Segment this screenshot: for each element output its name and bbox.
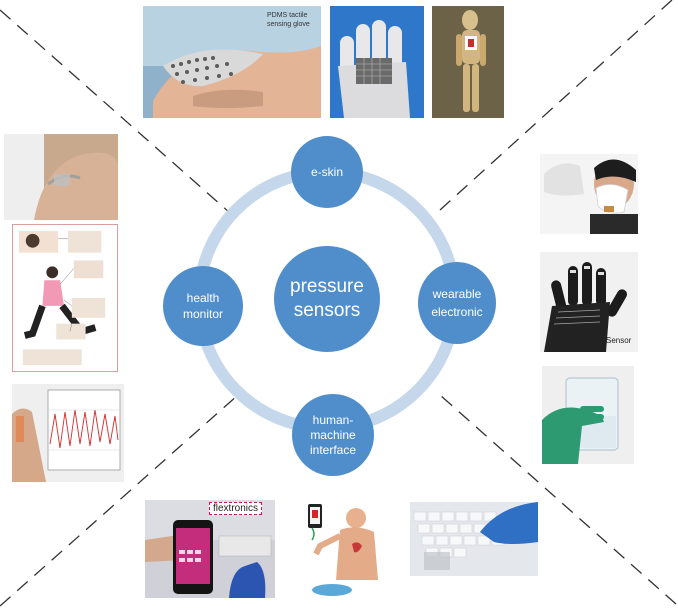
node-hmi-label-line3: interface	[309, 442, 357, 457]
photo-beaker-green-glove	[542, 366, 634, 464]
photo-tactile-glove-handshake: PDMS tactile sensing glove	[143, 6, 321, 118]
photo-robot-hand-sensor	[330, 6, 424, 118]
photo-smartphone-flextronics: flextronics	[145, 500, 275, 598]
photo-wrist-pulse-chart	[12, 384, 124, 482]
node-wearable-electronic: wearable electronic	[418, 262, 496, 344]
node-e-skin: e-skin	[291, 136, 363, 208]
glove-caption-line1: PDMS tactile	[267, 12, 308, 19]
node-health-label-line1: health	[186, 291, 220, 305]
node-human-machine-interface: human- machine interface	[292, 394, 374, 476]
photo-wooden-mannequin	[432, 6, 504, 118]
center-label-line1: pressure	[290, 276, 364, 297]
center-node-pressure-sensors: pressure sensors	[274, 246, 380, 352]
photo-body-health-illustration	[292, 500, 396, 598]
node-e-skin-label: e-skin	[310, 165, 343, 179]
dash-line-bottom-left	[0, 394, 239, 607]
photo-keyboard-typing	[410, 502, 538, 576]
photo-mask-breathing-sensor	[540, 154, 638, 234]
node-wearable-label-line1: wearable	[432, 287, 482, 301]
node-hmi-label-line2: machine	[310, 427, 356, 442]
node-hmi-label-line1: human-	[312, 412, 354, 427]
photo-elbow-sensor	[4, 134, 118, 220]
photo-sensor-glove: Sensor	[540, 252, 638, 352]
photo-body-monitoring-illustration	[12, 224, 118, 372]
glove-caption-line2: sensing glove	[267, 21, 310, 28]
center-label-line2: sensors	[293, 300, 361, 321]
dash-line-bottom-right	[439, 394, 677, 605]
node-health-monitor: health monitor	[163, 266, 243, 346]
node-health-label-line2: monitor	[182, 307, 223, 321]
sensor-caption: Sensor	[606, 336, 632, 345]
node-wearable-label-line2: electronic	[431, 305, 483, 319]
dash-line-top-left	[0, 9, 239, 221]
flextronics-label: flextronics	[209, 502, 263, 515]
dash-line-top-right	[439, 0, 673, 211]
